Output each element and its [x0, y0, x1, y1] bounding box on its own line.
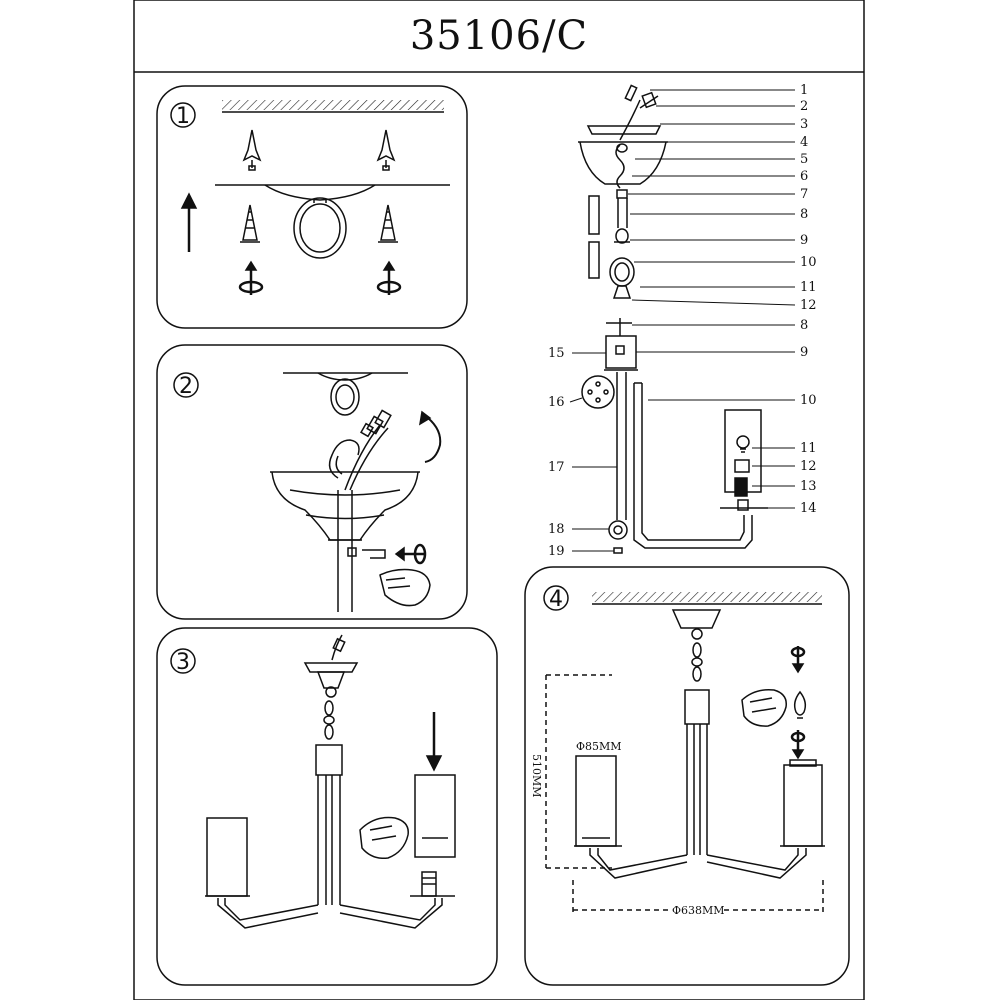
part-number-label: 1: [800, 83, 808, 98]
canopy-icon: [305, 635, 357, 697]
part-number-label: 14: [800, 501, 817, 516]
screw-icon: [792, 730, 804, 758]
width-label: Φ638MM: [672, 904, 725, 917]
part-number-label: 12: [800, 298, 817, 313]
wall-anchor-icon: [378, 130, 394, 170]
part-number-label: 16: [548, 395, 565, 410]
step-number-circle: [171, 103, 195, 127]
step-label: 4: [549, 587, 563, 612]
part-number-label: 4: [800, 135, 808, 150]
ceiling-hatch: [592, 592, 822, 602]
part-number-label: 8: [800, 207, 808, 222]
step-number-circle: [174, 373, 198, 397]
part-number-label: 2: [800, 99, 808, 114]
canopy-icon: [270, 472, 420, 540]
step-number-circle: [171, 649, 195, 673]
part-number-label: 6: [800, 169, 808, 184]
part-number-label: 12: [800, 459, 817, 474]
part-number-label: 9: [800, 233, 808, 248]
part-number-label: 15: [548, 346, 565, 361]
step-label: 1: [176, 104, 190, 129]
s-hook-icon: [616, 144, 627, 188]
part-number-label: 19: [548, 544, 565, 559]
chain-icon: [324, 701, 334, 739]
hand-icon: [360, 818, 408, 859]
glass-shade: [415, 775, 455, 857]
height-label: 510MM: [530, 754, 543, 798]
rod-segment: [589, 242, 599, 278]
center-body: [606, 336, 636, 368]
bulb-icon: [737, 436, 749, 452]
arrow-up-icon: [182, 194, 196, 252]
part-number-label: 11: [800, 280, 817, 295]
canopy-icon: [578, 126, 668, 184]
rotate-screw-icon: [378, 262, 400, 295]
shade-diameter-label: Φ85MM: [576, 740, 622, 753]
ceiling-hook-ring-icon: [294, 198, 346, 258]
callout-lines: [570, 325, 795, 551]
finial: [614, 548, 622, 553]
rotate-screw-icon: [240, 262, 262, 295]
panel-step-2: 2: [157, 345, 467, 619]
loop-ring: [610, 258, 634, 286]
s-hook-icon: [330, 440, 359, 478]
ring-part: [735, 460, 749, 472]
arm-tube: [634, 383, 752, 548]
sheet-frame: [134, 0, 864, 1000]
center-body: [685, 690, 709, 724]
cap-nut: [614, 286, 630, 298]
glass-shade: [784, 765, 822, 846]
part-number-label: 18: [548, 522, 565, 537]
allen-key-icon: [362, 550, 385, 558]
glass-shade: [576, 756, 616, 846]
set-screw: [348, 548, 356, 556]
lock-nut-icon: [609, 521, 627, 539]
socket: [735, 478, 747, 496]
part-number-label: 3: [800, 117, 808, 132]
page-title: 35106/C: [409, 13, 589, 59]
rod-segment: [589, 196, 599, 234]
canopy-icon: [673, 610, 720, 681]
part-number-label: 7: [800, 187, 808, 202]
hand-icon: [380, 570, 430, 606]
wire-connector-icon: [620, 85, 658, 140]
part-number-label: 10: [800, 255, 817, 270]
glass-shade: [207, 818, 247, 896]
hand-icon: [742, 690, 786, 726]
screw-icon: [792, 646, 804, 672]
step-label: 3: [176, 650, 190, 675]
wire-connector-icon: [345, 410, 391, 490]
screw-icon: [240, 205, 260, 242]
panel-step-4: 4: [525, 567, 849, 985]
part-number-label: 17: [548, 460, 565, 475]
plate-icon: [582, 376, 614, 408]
part-number-label: 5: [800, 152, 808, 167]
exploded-parts-view: 1 2 3 4 5 6 7 8 9 10 11 12: [548, 83, 817, 559]
part-number-label: 11: [800, 441, 817, 456]
ceiling-hook-ring-icon: [331, 379, 359, 415]
tighten-screw-icon: [396, 545, 425, 563]
center-body: [316, 745, 342, 775]
part-number-label: 8: [800, 318, 808, 333]
part-number-label: 9: [800, 345, 808, 360]
panel-step-1: 1: [157, 86, 467, 328]
chain-icon: [614, 229, 630, 243]
callout-lines: [628, 90, 795, 305]
bulb-icon: [795, 692, 806, 718]
part-number-label: 10: [800, 393, 817, 408]
screw-icon: [378, 205, 398, 242]
part-number-label: 13: [800, 479, 817, 494]
panel-step-3: 3: [157, 628, 497, 985]
rotate-arrow-icon: [420, 412, 440, 462]
ceiling-hatch: [222, 100, 444, 110]
step-number-circle: [544, 586, 568, 610]
wall-anchor-icon: [244, 130, 260, 170]
step-label: 2: [179, 374, 193, 399]
arrow-down-icon: [427, 712, 441, 770]
